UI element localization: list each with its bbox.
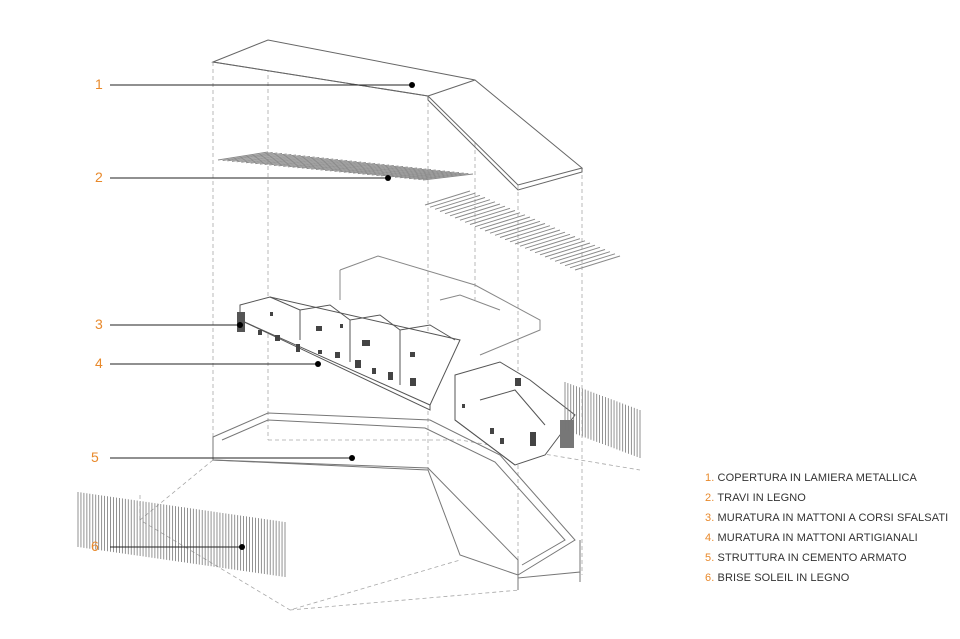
callout-dot-3 bbox=[237, 322, 243, 328]
legend-item-3: 3. MURATURA IN MATTONI A CORSI SFALSATI bbox=[705, 510, 948, 530]
callout-dot-1 bbox=[409, 82, 415, 88]
legend-number: 1. bbox=[705, 472, 715, 484]
callout-dot-2 bbox=[385, 175, 391, 181]
callout-dot-5 bbox=[349, 455, 355, 461]
legend-item-5: 5. STRUTTURA IN CEMENTO ARMATO bbox=[705, 550, 948, 570]
callout-number-1: 1 bbox=[95, 76, 103, 92]
callout-number-5: 5 bbox=[91, 449, 99, 465]
legend-text: TRAVI IN LEGNO bbox=[717, 492, 806, 504]
callout-number-2: 2 bbox=[95, 169, 103, 185]
callout-dots bbox=[237, 82, 415, 550]
legend-number: 5. bbox=[705, 552, 715, 564]
legend-text: MURATURA IN MATTONI A CORSI SFALSATI bbox=[717, 512, 949, 524]
legend-text: COPERTURA IN LAMIERA METALLICA bbox=[717, 472, 917, 484]
callout-number-3: 3 bbox=[95, 316, 103, 332]
legend-number: 4. bbox=[705, 532, 715, 544]
legend-number: 6. bbox=[705, 572, 715, 584]
callout-number-4: 4 bbox=[95, 355, 103, 371]
callout-dot-4 bbox=[315, 361, 321, 367]
legend-text: STRUTTURA IN CEMENTO ARMATO bbox=[717, 552, 907, 564]
legend-number: 3. bbox=[705, 512, 715, 524]
legend-item-2: 2. TRAVI IN LEGNO bbox=[705, 490, 948, 510]
legend: 1. COPERTURA IN LAMIERA METALLICA 2. TRA… bbox=[705, 470, 948, 590]
walls-layer bbox=[237, 255, 576, 466]
wooden-beams-layer bbox=[217, 151, 621, 271]
callout-leaders bbox=[110, 84, 412, 548]
callout-number-6: 6 bbox=[91, 538, 99, 554]
legend-text: MURATURA IN MATTONI ARTIGIANALI bbox=[717, 532, 918, 544]
roof-layer bbox=[211, 39, 584, 191]
legend-item-1: 1. COPERTURA IN LAMIERA METALLICA bbox=[705, 470, 948, 490]
callout-dot-6 bbox=[239, 544, 245, 550]
brise-soleil-layer bbox=[77, 382, 641, 577]
legend-item-4: 4. MURATURA IN MATTONI ARTIGIANALI bbox=[705, 530, 948, 550]
concrete-structure-layer bbox=[212, 412, 581, 590]
legend-number: 2. bbox=[705, 492, 715, 504]
legend-item-6: 6. BRISE SOLEIL IN LEGNO bbox=[705, 570, 948, 590]
legend-text: BRISE SOLEIL IN LEGNO bbox=[717, 572, 850, 584]
